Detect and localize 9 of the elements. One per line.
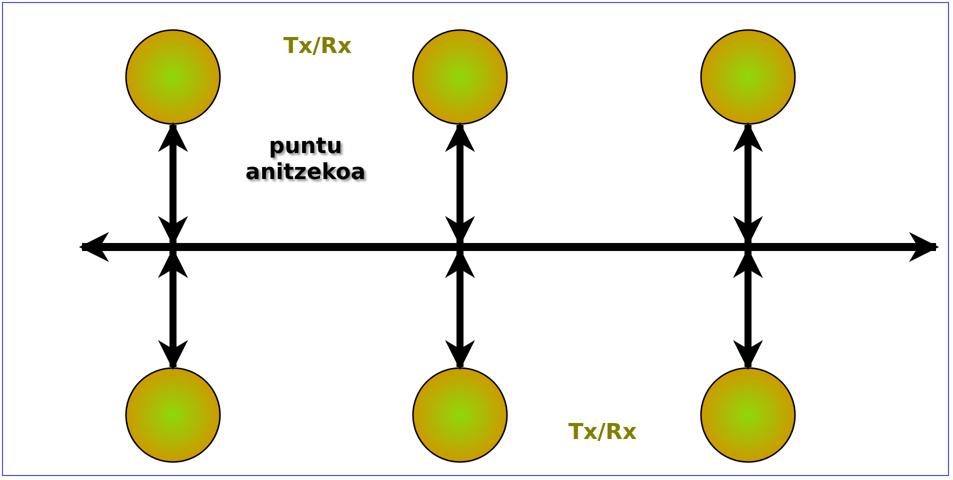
bus-label: puntu anitzekoa [244, 134, 367, 187]
double-arrow [445, 122, 475, 246]
station-label: Tx/Rx [282, 34, 353, 60]
double-arrow [158, 248, 188, 370]
double-arrow [158, 122, 188, 246]
double-arrow [733, 248, 763, 370]
double-arrow [445, 248, 475, 370]
station-label: Tx/Rx [567, 420, 638, 446]
double-arrow [733, 122, 763, 246]
